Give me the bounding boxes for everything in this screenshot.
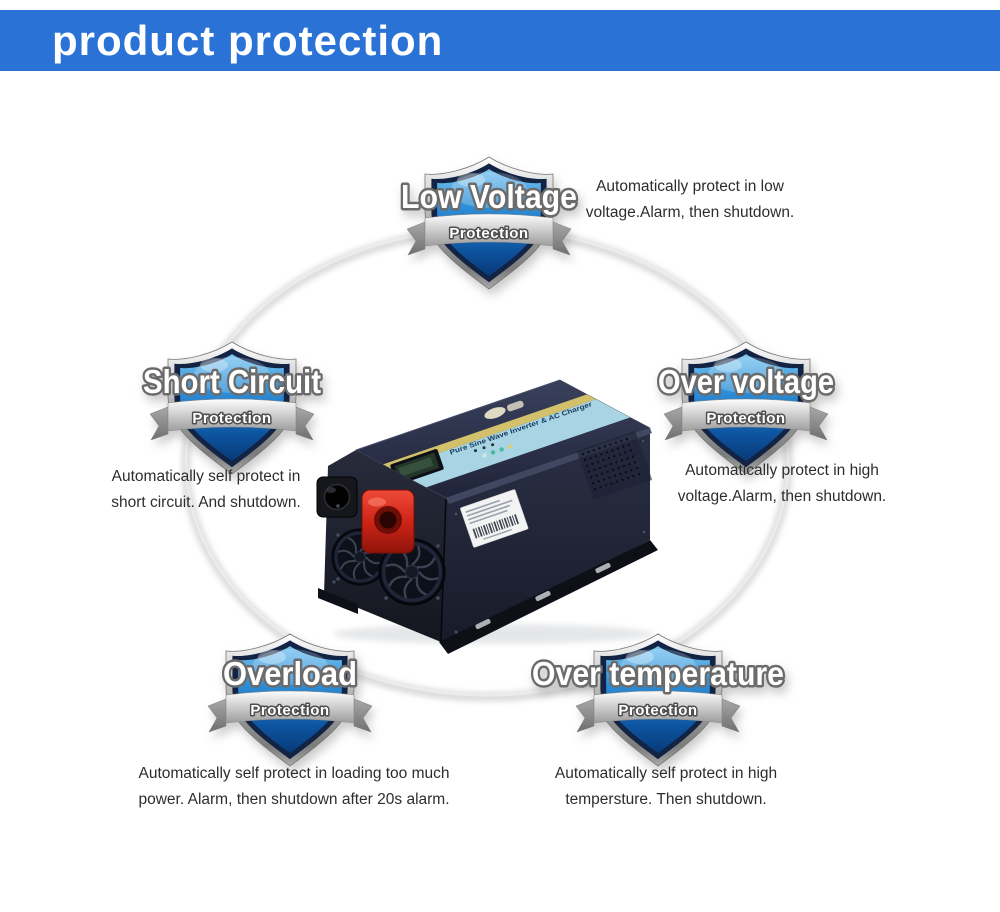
spec-label [460,489,529,548]
shield-icon [149,341,315,475]
badge-low-voltage: Low Voltage Protection [399,156,580,290]
badge-title: Overload [223,655,357,692]
description-line: Automatically protect in low [596,178,784,195]
ribbon-label: Protection [618,702,697,719]
product-foot [318,588,358,614]
badge-title: Short Circuit [143,363,321,400]
ribbon-label: Protection [192,410,271,427]
blue-label-strip [392,399,631,488]
badge-overload: Overload Protection [207,633,373,767]
description-over-voltage: Automatically protect in high voltage.Al… [658,458,906,510]
shield-icon [575,633,741,767]
description-line: short circuit. And shutdown. [111,494,301,511]
product-image: Pure Sine Wave Inverter & AC Charger [316,379,658,654]
description-line: voltage.Alarm, then shutdown. [677,488,887,505]
screws [331,438,647,635]
badge-title: Over temperature [532,655,784,692]
ribbon-label: Protection [449,225,528,242]
description-line: power. Alarm, then shutdown after 20s al… [138,791,450,808]
description-over-temperature: Automatically self protect in high tempe… [541,761,791,813]
barcode [472,514,520,539]
back-edge-highlight [355,379,561,451]
ribbon-label: Protection [706,410,785,427]
badge-title: Low Voltage [401,178,577,215]
description-line: Automatically self protect in high [554,765,778,782]
ribbon-label: Protection [250,702,329,719]
badge-over-temperature: Over temperature Protection [530,633,787,767]
shield-icon [207,633,373,767]
description-line: tempersture. Then shutdown. [565,791,767,808]
shield-icon [663,341,829,475]
led-indicators [474,443,513,458]
description-line: Automatically protect in high [685,462,879,479]
brand-logo [484,400,524,419]
page-title: product protection [52,17,444,64]
description-overload: Automatically self protect in loading to… [133,761,455,813]
mounting-flange [439,540,658,654]
dc-terminal-red [361,489,415,554]
description-line: voltage.Alarm, then shutdown. [585,204,795,221]
badge-short-circuit: Short Circuit Protection [141,341,324,475]
description-low-voltage: Automatically protect in low voltage.Ala… [570,174,810,226]
dc-terminal-black [316,476,358,518]
description-line: Automatically self protect in loading to… [138,765,450,782]
shield-icon [406,156,572,290]
description-line: Automatically self protect in [111,468,301,485]
badge-title: Over voltage [658,363,834,400]
vent-grille [576,430,653,501]
badge-over-voltage: Over voltage Protection [656,341,837,475]
description-short-circuit: Automatically self protect in short circ… [92,464,320,516]
header-banner: product protection [0,10,1000,71]
